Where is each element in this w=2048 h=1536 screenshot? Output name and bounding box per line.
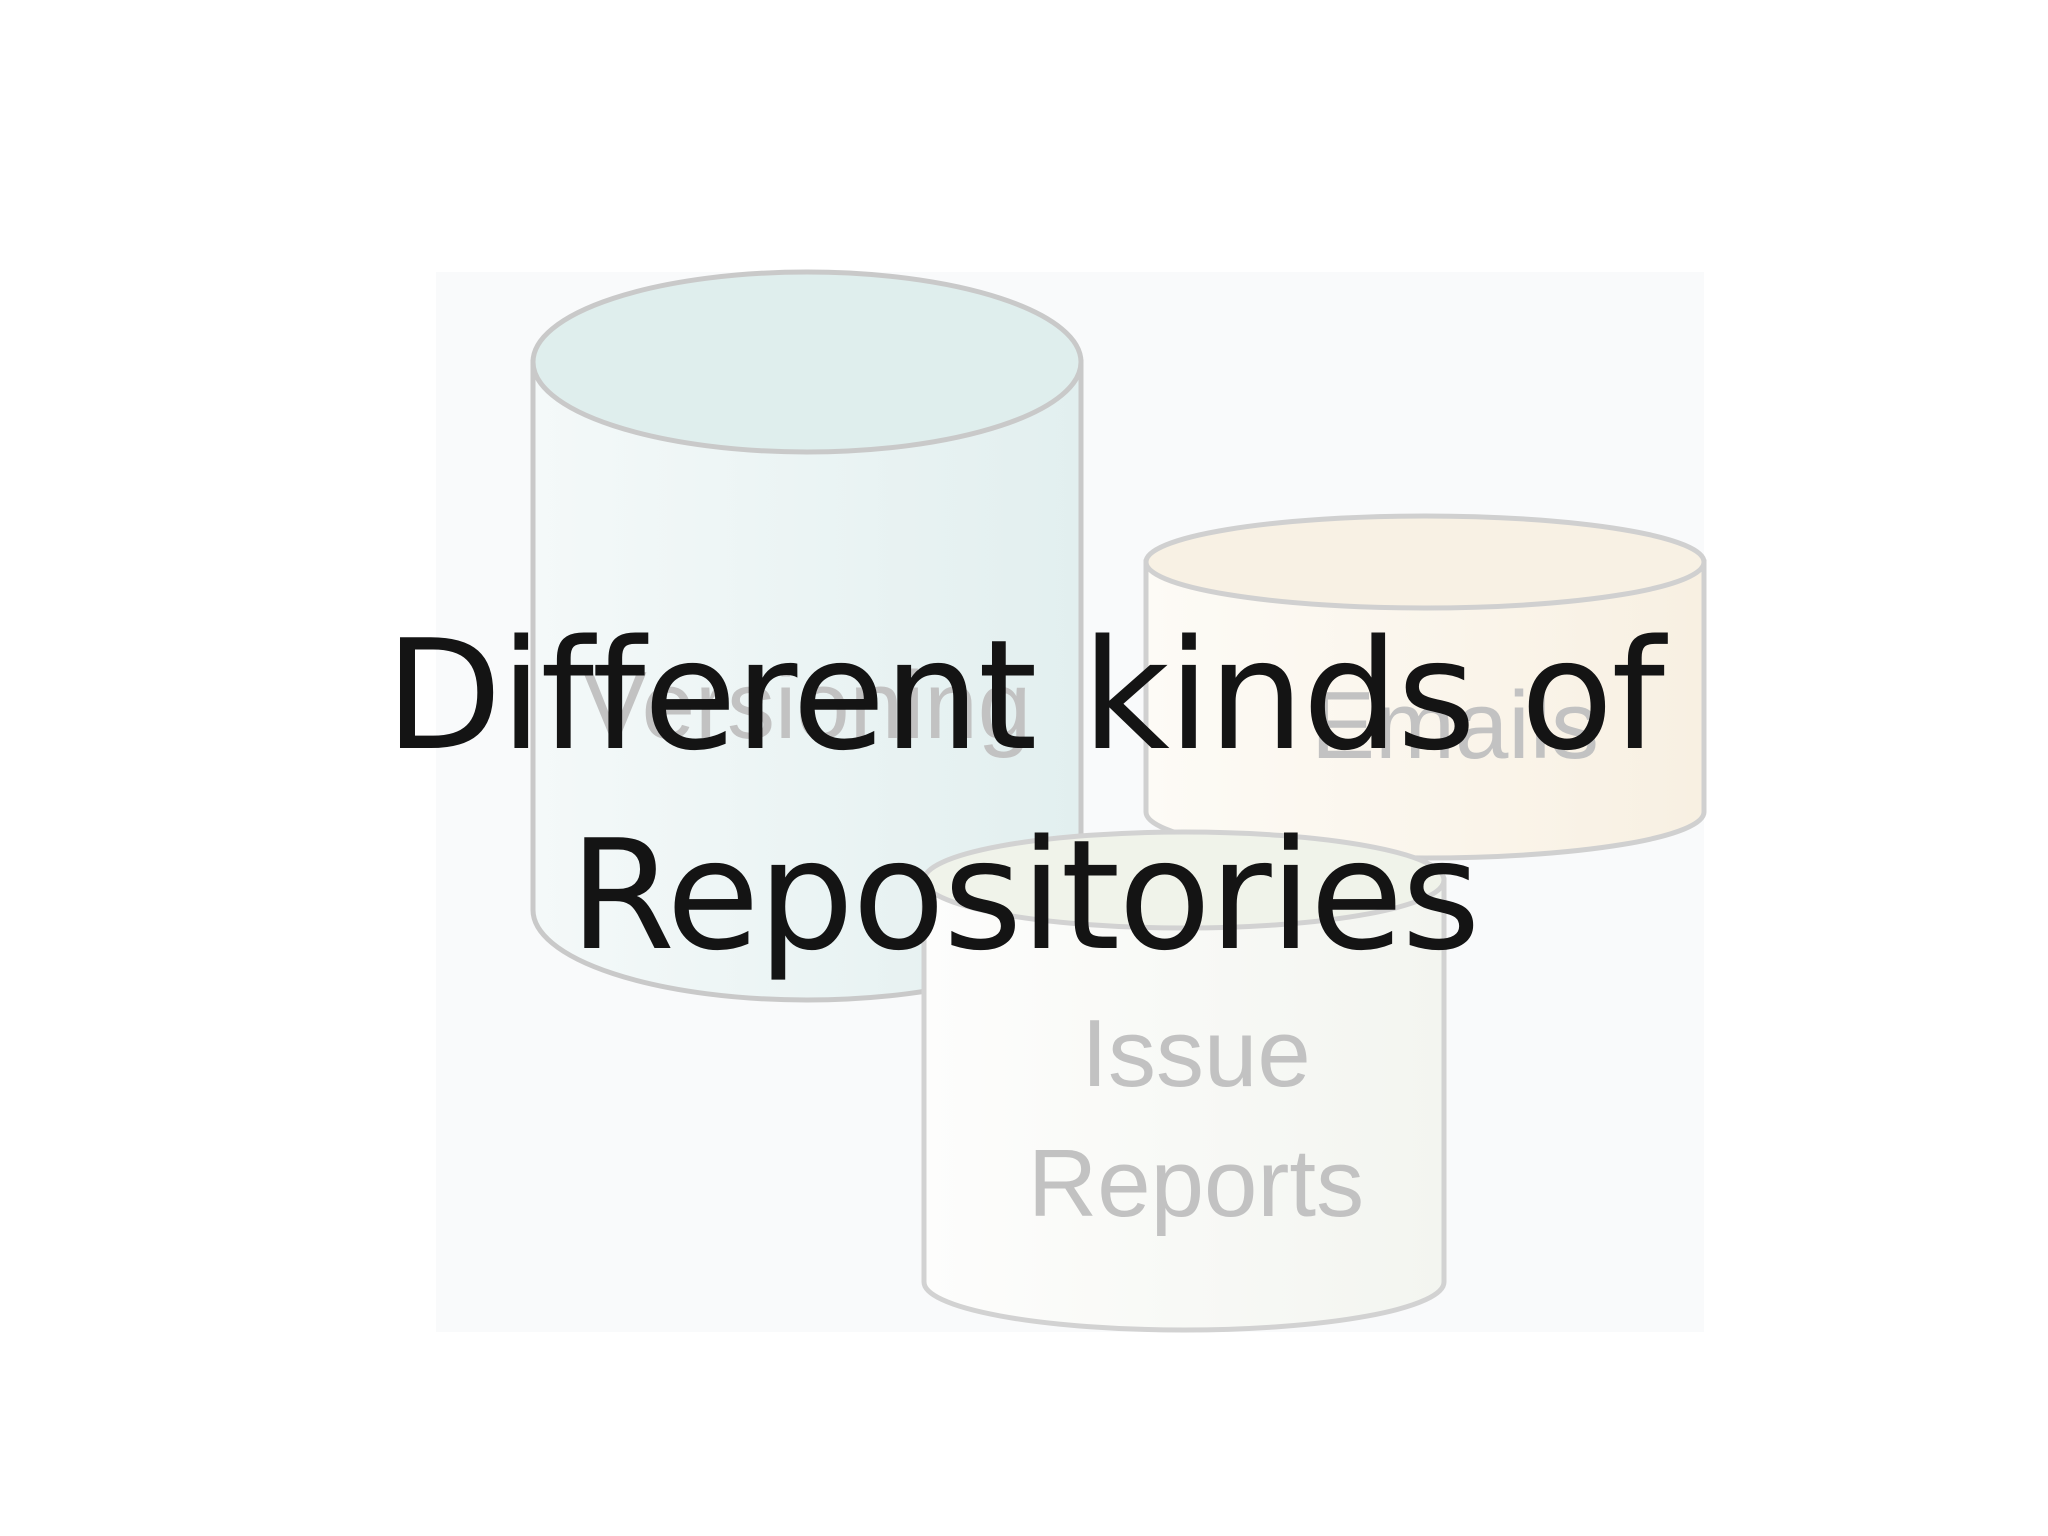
versioning-cylinder: Versioning [530,269,1084,1003]
issue-reports-cylinder-body [921,877,1447,1333]
versioning-cylinder-top [530,269,1084,455]
slide-title: Different kinds of Repositories [0,596,2048,996]
slide-title-line-1: Different kinds of [385,607,1665,784]
issue-reports-label-line1: Issue [1081,1000,1310,1107]
slide-title-line-2: Repositories [569,807,1480,984]
versioning-label: Versioning [583,652,1031,759]
issue-reports-label-line2: Reports [1028,1130,1364,1237]
issue-reports-cylinder: Issue Reports [921,829,1447,1333]
emails-label: Emails [1311,672,1599,779]
issue-reports-cylinder-top [921,829,1447,931]
emails-cylinder-top [1143,513,1707,611]
